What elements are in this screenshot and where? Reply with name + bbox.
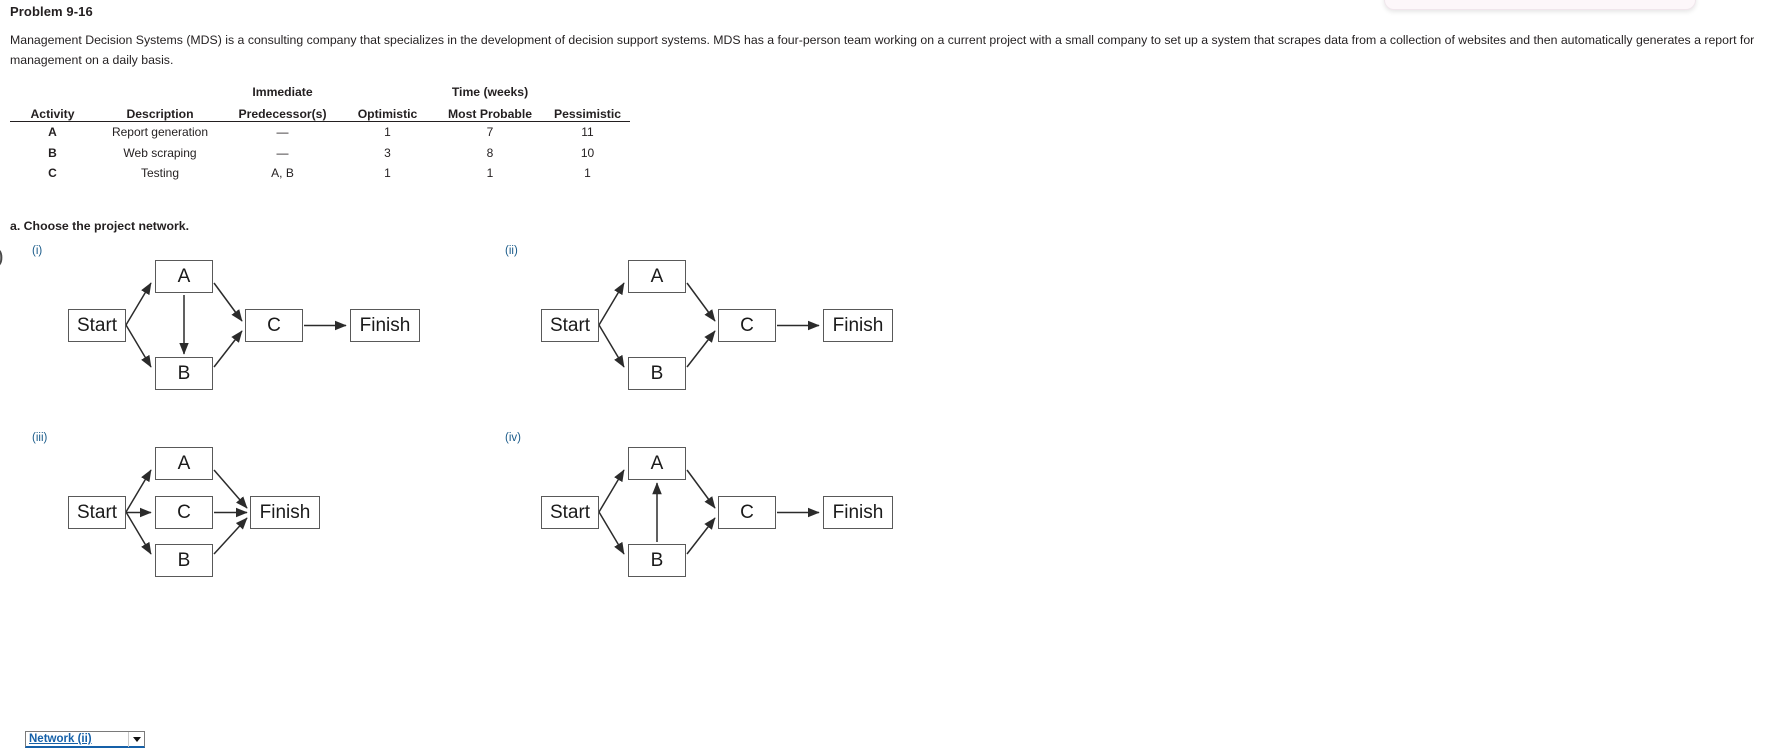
network-edges-iii (125, 469, 248, 555)
table-header-rule (10, 121, 630, 122)
network-iv-node-b: B (628, 544, 686, 577)
cell-most-probable: 7 (486, 125, 494, 140)
cell-most-probable: 8 (486, 145, 494, 160)
group-header-blank-2 (95, 78, 225, 99)
column-header-most-probable: Most Probable (448, 107, 532, 121)
network-option-i[interactable]: (i) Start A B C Finish (10, 245, 490, 425)
table-row: C Testing A, B 1 1 1 (10, 163, 630, 184)
column-header-predecessors: Predecessor(s) (238, 107, 327, 121)
network-label-i: (i) (32, 245, 43, 257)
cell-description: Report generation (111, 125, 209, 140)
table-row: A Report generation — 1 7 11 (10, 122, 630, 143)
top-floating-card (1384, 0, 1696, 10)
cell-description: Testing (140, 166, 180, 181)
table-rule (10, 121, 630, 122)
question-part-a: a. Choose the project network. (10, 219, 190, 233)
network-iii-node-b: B (155, 544, 213, 577)
table-row: B Web scraping — 3 8 10 (10, 143, 630, 164)
network-i-node-b: B (155, 357, 213, 390)
network-ii-node-finish: Finish (823, 309, 893, 342)
network-iii-node-a: A (155, 447, 213, 480)
cell-optimistic: 1 (384, 125, 391, 140)
network-answer-dropdown[interactable]: Network (ii) (25, 731, 145, 748)
network-i-node-start: Start (68, 309, 126, 342)
cell-most-probable: 1 (486, 166, 494, 181)
network-answer-selected-value: Network (ii) (29, 733, 92, 745)
table-header-row: Activity Description Predecessor(s) Opti… (10, 99, 630, 122)
group-header-blank-3 (340, 78, 435, 99)
cell-predecessors: — (276, 145, 289, 160)
network-label-iv: (iv) (505, 432, 521, 444)
column-header-optimistic: Optimistic (357, 107, 418, 121)
cell-predecessors: — (276, 125, 289, 140)
stray-parenthesis: ) (0, 243, 3, 269)
chevron-down-icon[interactable] (128, 731, 144, 747)
column-header-description: Description (126, 107, 194, 121)
group-header-blank-1 (10, 78, 95, 99)
network-edges-ii (598, 282, 820, 368)
network-ii-node-a: A (628, 260, 686, 293)
network-edges-iv (598, 469, 820, 555)
network-iv-node-finish: Finish (823, 496, 893, 529)
activity-table-wrapper: Immediate Time (weeks) Activity Descript… (10, 78, 630, 184)
group-header-time: Time (weeks) (451, 85, 529, 99)
network-canvas-iii: Start A C B Finish (10, 444, 490, 609)
cell-optimistic: 3 (384, 145, 391, 160)
network-i-node-c: C (245, 309, 303, 342)
column-header-pessimistic: Pessimistic (553, 107, 622, 121)
network-option-iii[interactable]: (iii) Start A C B Finish (10, 432, 490, 612)
cell-pessimistic: 10 (580, 145, 595, 160)
cell-pessimistic: 11 (581, 125, 594, 140)
network-iv-node-c: C (718, 496, 776, 529)
network-option-iv[interactable]: (iv) Start A B C Finish (483, 432, 963, 612)
cell-activity: C (48, 166, 57, 181)
problem-description: Management Decision Systems (MDS) is a c… (10, 33, 1755, 67)
network-edges-i (125, 282, 347, 368)
cell-activity: A (48, 125, 57, 140)
column-header-activity: Activity (30, 107, 75, 121)
network-canvas-iv: Start A B C Finish (483, 444, 963, 609)
network-ii-node-b: B (628, 357, 686, 390)
network-iv-node-start: Start (541, 496, 599, 529)
network-iii-node-finish: Finish (250, 496, 320, 529)
network-iii-node-start: Start (68, 496, 126, 529)
network-ii-node-c: C (718, 309, 776, 342)
network-canvas-i: Start A B C Finish (10, 257, 490, 422)
network-option-ii[interactable]: (ii) Start A B C Finish (483, 245, 963, 425)
network-label-ii: (ii) (505, 245, 518, 257)
group-header-immediate: Immediate (252, 85, 313, 99)
cell-description: Web scraping (123, 145, 197, 160)
network-iv-node-a: A (628, 447, 686, 480)
network-canvas-ii: Start A B C Finish (483, 257, 963, 422)
table-group-header-row: Immediate Time (weeks) (10, 78, 630, 99)
network-ii-node-start: Start (541, 309, 599, 342)
activity-table: Immediate Time (weeks) Activity Descript… (10, 78, 630, 184)
page-title: Problem 9-16 (10, 4, 93, 19)
cell-activity: B (48, 145, 57, 160)
cell-predecessors: A, B (271, 166, 294, 181)
network-i-node-a: A (155, 260, 213, 293)
cell-optimistic: 1 (384, 166, 391, 181)
group-header-blank-4 (545, 78, 630, 99)
cell-pessimistic: 1 (584, 166, 591, 181)
network-iii-node-c: C (155, 496, 213, 529)
network-i-node-finish: Finish (350, 309, 420, 342)
network-label-iii: (iii) (32, 432, 48, 444)
